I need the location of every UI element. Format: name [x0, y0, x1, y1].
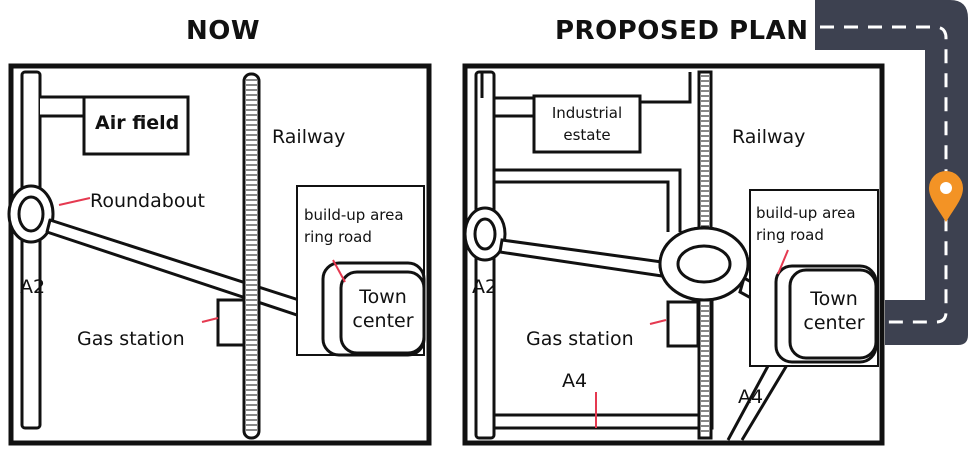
now-roundabout-label: Roundabout	[90, 190, 205, 212]
proposed-build-up-area-label: build-up area	[756, 204, 856, 222]
proposed-gas-station-label: Gas station	[526, 328, 634, 350]
proposed-ring-road-label: ring road	[756, 226, 824, 244]
now-gas-station-label: Gas station	[77, 328, 185, 350]
proposed-a4-label-left: A4	[562, 370, 588, 392]
proposed-town-center-label-1: Town	[810, 288, 858, 310]
now-air-field-label: Air field	[95, 112, 180, 134]
now-heading: NOW	[186, 16, 261, 46]
now-build-up-area-label: build-up area	[304, 206, 404, 224]
proposed-industrial-label-1: Industrial	[551, 104, 623, 122]
proposed-a2-label: A2	[472, 276, 498, 298]
now-map	[7, 63, 432, 446]
proposed-railway-label: Railway	[732, 126, 806, 148]
now-ring-road-label: ring road	[304, 228, 372, 246]
proposed-a4-label-right: A4	[738, 386, 764, 408]
proposed-industrial-label-2: estate	[563, 126, 611, 144]
now-a2-label: A2	[20, 276, 46, 298]
proposed-map	[462, 63, 885, 446]
location-pin-icon	[929, 171, 963, 222]
now-town-center-label-2: center	[352, 310, 414, 332]
now-railway-label: Railway	[272, 126, 346, 148]
proposed-heading: PROPOSED PLAN	[555, 16, 809, 46]
proposed-town-center-label-2: center	[803, 312, 865, 334]
now-town-center-label-1: Town	[359, 286, 407, 308]
